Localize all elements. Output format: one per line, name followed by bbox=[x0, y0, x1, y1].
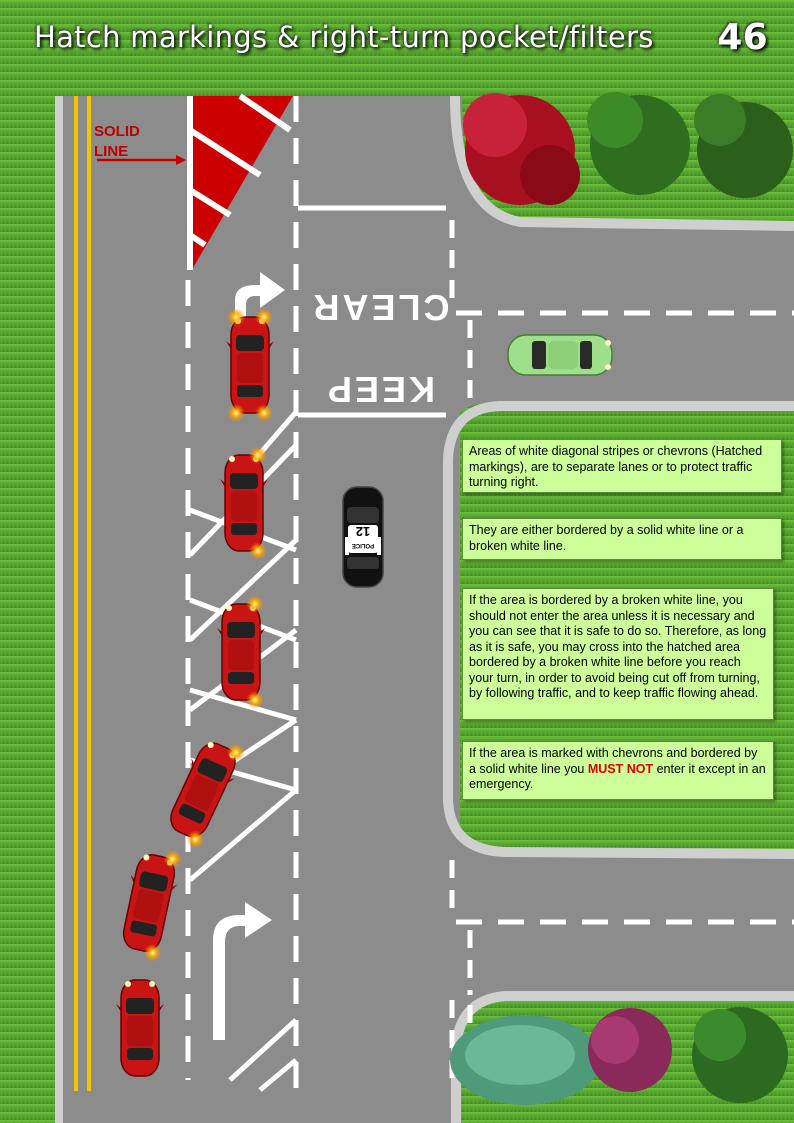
police-label: POLICE bbox=[352, 542, 374, 548]
info-box-4-text-before: If the area is marked with chevrons and … bbox=[469, 746, 758, 776]
white-hatch-stripes bbox=[188, 410, 298, 1092]
police-number: 12 bbox=[356, 524, 370, 539]
red-car-5 bbox=[114, 849, 184, 962]
info-box-border-types: They are either bordered by a solid whit… bbox=[462, 518, 782, 560]
solid-line-label-2: LINE bbox=[94, 143, 129, 160]
info-box-solid-line-warning: If the area is marked with chevrons and … bbox=[462, 741, 774, 800]
red-hatch-stripes bbox=[188, 93, 292, 248]
turn-arrow-top bbox=[235, 272, 285, 330]
curb-middle bbox=[443, 401, 794, 859]
bushes-bottom bbox=[450, 1007, 788, 1105]
info-box-hatched-markings: Areas of white diagonal stripes or chevr… bbox=[462, 439, 782, 493]
turn-arrow-bottom bbox=[213, 902, 272, 1040]
road-text-clear: CLEAR bbox=[311, 287, 450, 328]
side-road-lower bbox=[446, 800, 794, 1123]
police-car: 12 POLICE bbox=[342, 486, 384, 588]
center-line-right bbox=[87, 96, 91, 1091]
solid-line-label: SOLID LINE bbox=[94, 122, 164, 162]
red-car-6 bbox=[115, 979, 165, 1077]
green-car bbox=[507, 334, 613, 376]
page-number: 46 bbox=[717, 17, 768, 58]
red-car-4 bbox=[160, 735, 246, 849]
info-box-2-text: They are either bordered by a solid whit… bbox=[469, 523, 744, 553]
solid-line-label-1: SOLID bbox=[94, 123, 140, 140]
center-line-left bbox=[74, 96, 78, 1091]
info-box-4-text-after: enter it except in an emergency. bbox=[469, 761, 766, 792]
info-box-3-text: If the area is bordered by a broken whit… bbox=[469, 593, 767, 700]
info-box-broken-line: If the area is bordered by a broken whit… bbox=[462, 588, 774, 720]
red-car-1 bbox=[225, 308, 275, 422]
page-title: Hatch markings & right-turn pocket/filte… bbox=[34, 17, 774, 58]
road-text-keep: KEEP bbox=[325, 369, 435, 410]
must-not-emphasis: MUST NOT bbox=[587, 761, 654, 776]
curb-upper bbox=[450, 95, 794, 231]
title-text: Hatch markings & right-turn pocket/filte… bbox=[34, 20, 654, 54]
red-hatched-area bbox=[188, 96, 293, 268]
bushes-top bbox=[463, 92, 793, 205]
red-car-3 bbox=[216, 595, 266, 709]
info-box-1-text: Areas of white diagonal stripes or chevr… bbox=[469, 444, 763, 489]
red-car-2 bbox=[219, 446, 269, 560]
